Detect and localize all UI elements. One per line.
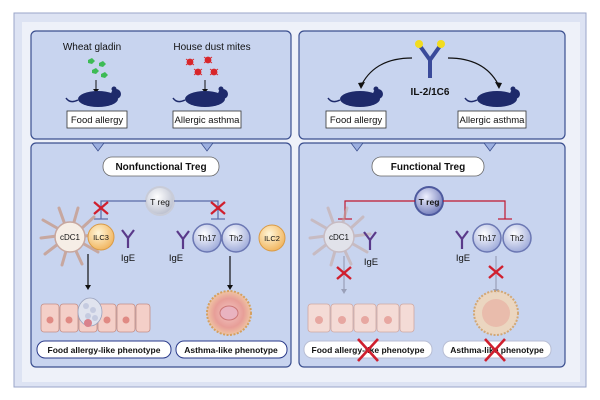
treg-title-box bbox=[102, 156, 220, 177]
block-cross-icon bbox=[488, 265, 504, 279]
ilc3-cell bbox=[87, 223, 115, 251]
allergic-asthma-label: Allergic asthma bbox=[460, 115, 526, 126]
mouse-icon bbox=[464, 86, 520, 107]
inhibition-line-left bbox=[100, 200, 146, 219]
left-panel: Wheat gladin House dust mites bbox=[30, 30, 292, 368]
cell-label-th17: Th17 bbox=[198, 234, 217, 243]
right-bottom-box bbox=[298, 142, 566, 368]
cell-label-th2: Th2 bbox=[510, 234, 524, 243]
antibody-icon bbox=[415, 40, 445, 78]
food-allergy-phenotype-label: Food allergy-like phenotype bbox=[48, 345, 161, 355]
right-panel: IL-2/1C6 Food allergy Allergic asthma Fu… bbox=[298, 30, 566, 368]
cell-label-cdc1: cDC1 bbox=[60, 233, 81, 242]
ige-label: IgE bbox=[169, 253, 183, 264]
label-box-food-allergy bbox=[325, 110, 387, 129]
alveolus-healthy bbox=[473, 290, 519, 336]
cell-label-cdc1: cDC1 bbox=[329, 233, 350, 242]
ige-label: IgE bbox=[364, 257, 378, 268]
th17-cell bbox=[472, 223, 502, 253]
arrow-to-left-mouse bbox=[361, 57, 413, 85]
arrow-to-lung-head bbox=[227, 285, 233, 290]
inhibition-line-right bbox=[443, 200, 506, 219]
arrow-to-gut-head bbox=[85, 285, 91, 290]
left-bottom-box bbox=[30, 142, 292, 368]
damaged-cells bbox=[77, 297, 103, 327]
block-cross-icon bbox=[93, 201, 109, 215]
food-allergy-label: Food allergy bbox=[330, 115, 383, 126]
epithelial-nuclei bbox=[315, 316, 392, 324]
th17-cell bbox=[192, 223, 222, 253]
inhibition-line-right bbox=[174, 200, 219, 219]
block-cross-icon bbox=[210, 201, 226, 215]
allergen-label-wheat: Wheat gladin bbox=[63, 42, 121, 53]
block-cross-icon bbox=[336, 266, 352, 280]
wheat-gliadin-particles bbox=[88, 58, 108, 78]
th2-cell bbox=[502, 223, 532, 253]
label-box-allergic-asthma bbox=[457, 110, 527, 129]
block-cross-icon bbox=[484, 338, 506, 362]
th2-cell bbox=[221, 223, 251, 253]
arrow-to-gut-head bbox=[341, 289, 347, 294]
arrow-head bbox=[495, 82, 502, 89]
block-cross-icon bbox=[357, 338, 379, 362]
cell-label-ilc2: ILC2 bbox=[264, 234, 280, 243]
treg-cell-label: T reg bbox=[150, 197, 170, 207]
ige-antibody-icon bbox=[121, 229, 135, 248]
ige-label: IgE bbox=[456, 253, 470, 264]
phenotype-box bbox=[175, 340, 288, 359]
allergic-asthma-label: Allergic asthma bbox=[175, 115, 241, 126]
dendritic-cell bbox=[308, 206, 372, 267]
allergen-label-mites: House dust mites bbox=[173, 42, 250, 53]
down-triangle-left bbox=[350, 142, 364, 152]
asthma-phenotype-label: Asthma-like phenotype bbox=[450, 345, 544, 355]
ige-antibody-icon bbox=[363, 231, 377, 250]
ige-antibody-icon bbox=[176, 230, 190, 249]
phenotype-box bbox=[36, 340, 172, 359]
ilc2-cell bbox=[258, 224, 286, 252]
food-allergy-label: Food allergy bbox=[71, 115, 124, 126]
alveolus-inflamed bbox=[206, 290, 252, 336]
antibody-label: IL-2/1C6 bbox=[411, 87, 450, 98]
mouse-icon bbox=[327, 86, 383, 107]
ige-antibody-icon bbox=[455, 230, 469, 249]
arrow-head bbox=[358, 82, 365, 89]
down-triangle-right bbox=[200, 142, 214, 152]
down-triangle-right bbox=[483, 142, 497, 152]
mouse-icon bbox=[172, 86, 228, 107]
asthma-phenotype-label: Asthma-like phenotype bbox=[184, 345, 278, 355]
mouse-icon bbox=[65, 86, 121, 107]
dust-mite-particles bbox=[185, 56, 219, 76]
cell-label-th2: Th2 bbox=[229, 234, 243, 243]
epithelial-nuclei bbox=[46, 316, 130, 324]
treg-title-box bbox=[371, 156, 485, 177]
ige-label: IgE bbox=[121, 253, 135, 264]
label-box-allergic-asthma bbox=[172, 110, 242, 129]
label-box-food-allergy bbox=[66, 110, 128, 129]
cell-label-ilc3: ILC3 bbox=[93, 233, 109, 242]
arrow-to-right-mouse bbox=[447, 57, 499, 85]
treg-cell-label: T reg bbox=[419, 197, 440, 207]
down-triangle-left bbox=[91, 142, 105, 152]
arrow-wheat-head bbox=[93, 89, 99, 93]
intestinal-epithelium bbox=[307, 303, 415, 333]
functional-treg-title: Functional Treg bbox=[391, 162, 465, 173]
cell-label-th17: Th17 bbox=[478, 234, 497, 243]
nonfunctional-treg-title: Nonfunctional Treg bbox=[115, 162, 206, 173]
